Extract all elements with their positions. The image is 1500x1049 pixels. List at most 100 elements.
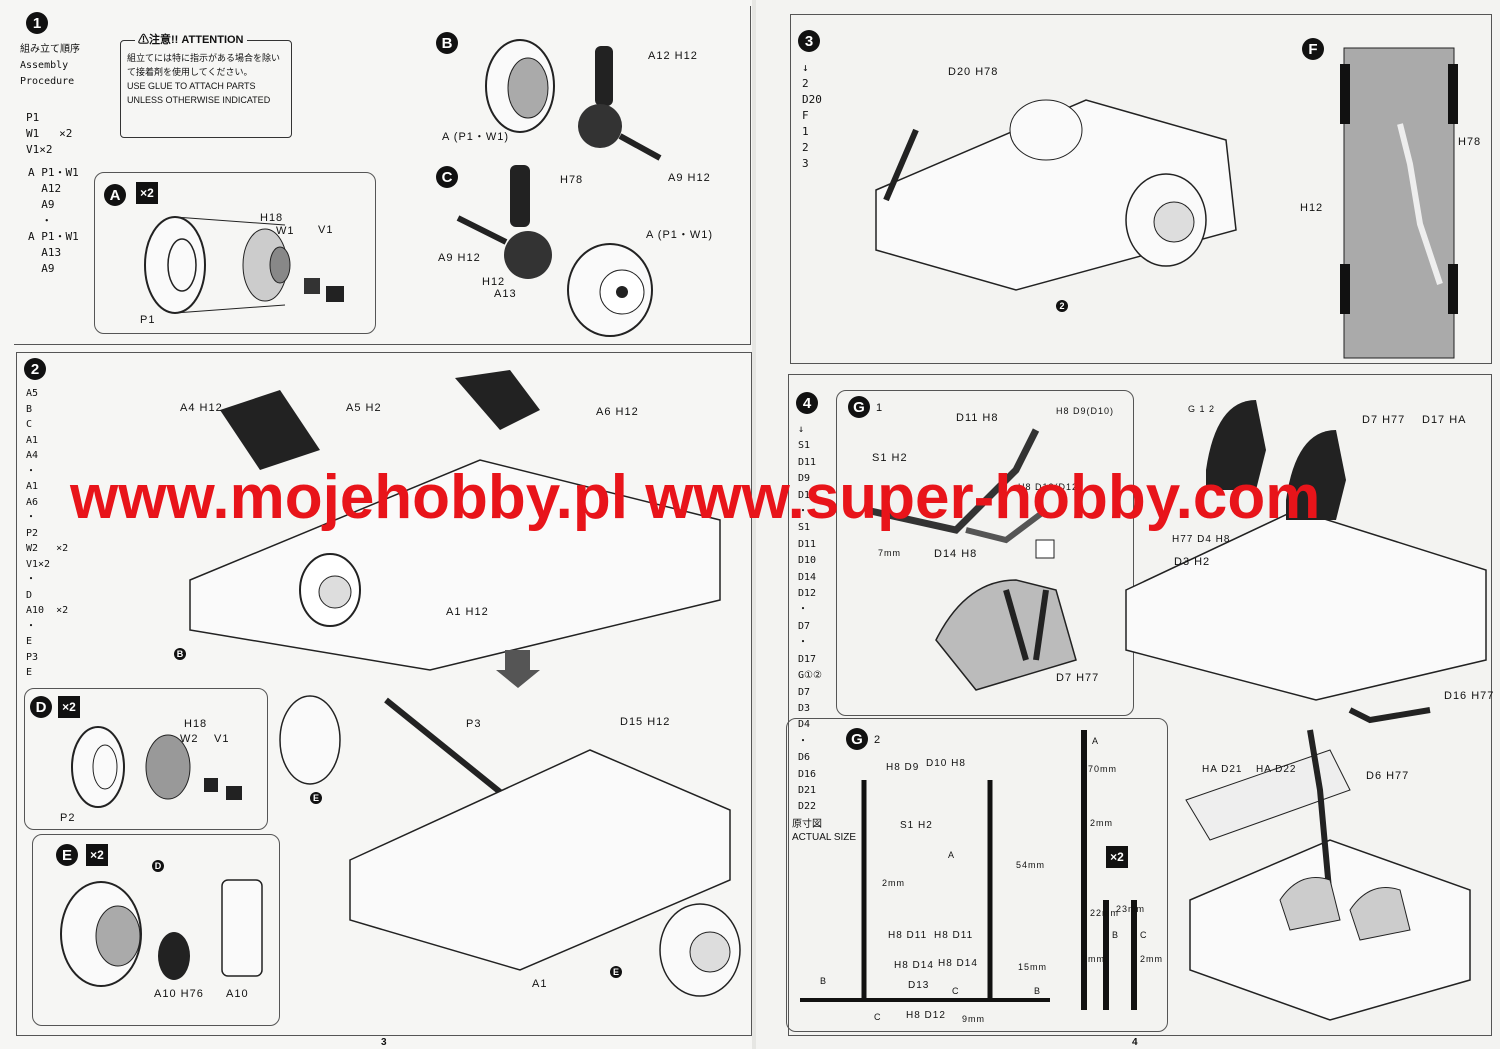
label-a5-h2: A5 H2 <box>346 402 382 414</box>
g2-label-h8-d12: H8 D12 <box>906 1010 946 1021</box>
belt-actual-size-illustration <box>800 730 1137 1010</box>
subassembly-e-box <box>32 834 280 1026</box>
label-ha-d22: HA D22 <box>1256 764 1297 775</box>
step1-sequence: A P1・W1 A12 A9 ・ A P1・W1 A13 A9 <box>28 166 79 275</box>
attention-title: ⚠注意!! ATTENTION <box>135 33 247 47</box>
label-d15-h12: D15 H12 <box>620 716 671 728</box>
g2-multiplier: ×2 <box>1106 846 1128 868</box>
page-number-left: 3 <box>381 1037 387 1048</box>
label-d14-h8: D14 H8 <box>934 548 978 560</box>
label-d16-h77: D16 H77 <box>1444 690 1495 702</box>
underbody-f-illustration <box>1340 47 1458 359</box>
g2-label-2mm-d: 2mm <box>1140 954 1163 964</box>
belt-g1-illustration <box>865 428 1077 691</box>
label-d20-h78: D20 H78 <box>948 66 999 78</box>
label-a13: A13 <box>494 288 517 300</box>
attention-japanese: 組立てには特に指示がある場合を除いて接着剤を使用してください。 <box>127 53 281 77</box>
step3-procedure: ↓ 2 D20 F 1 2 3 <box>802 61 822 170</box>
g2-label-b-left: B <box>820 976 828 986</box>
g2-label-c-a: C <box>952 986 960 996</box>
g2-label-15mm: 15mm <box>1018 962 1048 972</box>
g2-label-c-b: C <box>874 1012 882 1022</box>
g2-label-h8-d14-b: H8 D14 <box>938 958 978 969</box>
label-a-p1w1-b: A (P1・W1) <box>442 131 510 143</box>
step1-procedure-title: 組み立て順序 Assembly Procedure <box>20 44 80 87</box>
label-7mm: 7mm <box>878 548 901 558</box>
front-wheel-c-illustration <box>456 165 653 337</box>
g2-label-2mm: 2mm <box>882 878 905 888</box>
step4-number: 4 <box>796 392 818 414</box>
label-w1: W1 <box>276 225 295 237</box>
g2-label-a: A <box>948 850 956 860</box>
step1-number: 1 <box>26 12 48 34</box>
label-ha-d21: HA D21 <box>1202 764 1243 775</box>
label-p3: P3 <box>466 718 482 730</box>
step4-procedure: ↓ S1 D11 D9 D13 ・ S1 D11 D10 D14 D12 ・ D… <box>798 424 822 813</box>
label-h12-f: H12 <box>1300 202 1324 214</box>
g2-label-22mm: 22mm <box>1090 908 1120 918</box>
subassembly-a-badge: A <box>104 184 126 206</box>
label-d7-h77-g1: D7 H77 <box>1056 672 1100 684</box>
left-page: 1 組み立て順序 Assembly Procedure P1 W1 ×2 V1×… <box>0 0 752 1049</box>
label-a1-lower: A1 <box>532 978 548 990</box>
step2-procedure: A5 B C A1 A4 ・ A1 A6 ・ P2 W2 ×2 V1×2 ・ D… <box>26 388 69 678</box>
label-d6-h77: D6 H77 <box>1366 770 1410 782</box>
step2-chassis-illustration <box>189 370 721 671</box>
attention-english: USE GLUE TO ATTACH PARTS UNLESS OTHERWIS… <box>127 81 271 105</box>
step4-panel <box>788 374 1492 1036</box>
subassembly-g2-box <box>786 718 1168 1032</box>
front-wheel-b-illustration <box>485 39 662 161</box>
label-v1-d: V1 <box>214 733 230 745</box>
label-h18-d: H18 <box>184 718 208 730</box>
label-a10-h76: A10 H76 <box>154 988 204 1000</box>
watermark-text: www.mojehobby.pl www.super-hobby.com <box>70 463 1321 532</box>
subassembly-b-badge: B <box>436 32 458 54</box>
label-h78-f: H78 <box>1458 136 1482 148</box>
subassembly-g1-badge: G <box>848 396 870 418</box>
label-h12-c: H12 <box>482 276 506 288</box>
g2-label-b-strip: B <box>1112 930 1120 940</box>
g2-label-23mm: 23mm <box>1116 904 1146 914</box>
g2-label-s1-h2: S1 H2 <box>900 820 933 831</box>
g2-label-d10-h8: D10 H8 <box>926 758 966 769</box>
label-d3-h2: D3 H2 <box>1174 556 1211 568</box>
page-number-right: 4 <box>1132 1037 1138 1048</box>
subassembly-c-badge: C <box>436 166 458 188</box>
g2-label-2mm-b: 2mm <box>1090 818 1113 828</box>
subassembly-a-box <box>94 172 376 334</box>
wheel-d-illustration <box>71 726 242 808</box>
subassembly-a-multiplier: ×2 <box>136 182 158 204</box>
label-w2: W2 <box>180 733 199 745</box>
label-a9-h12-c: A9 H12 <box>438 252 481 264</box>
label-a4-h12: A4 H12 <box>180 402 223 414</box>
g2-label-c-strip: C <box>1140 930 1148 940</box>
seats-g12-illustration <box>1125 400 1487 701</box>
attention-box: ⚠注意!! ATTENTION 組立てには特に指示がある場合を除いて接着剤を使用… <box>120 33 292 138</box>
label-g-1-2: G 1 2 <box>1188 404 1216 414</box>
label-a9-h12: A9 H12 <box>668 172 711 184</box>
label-a1-h12: A1 H12 <box>446 606 489 618</box>
g2-label-h8-d11-a: H8 D11 <box>888 930 928 941</box>
label-h8-d13d12: H8 D13(D12) <box>1018 482 1083 492</box>
marker-e-lower: E <box>610 966 622 978</box>
g2-label-h8-d9: H8 D9 <box>886 762 920 773</box>
subassembly-g1-circle: 1 <box>876 402 884 414</box>
g2-label-70mm: 70mm <box>1088 764 1118 774</box>
step1-procedure: P1 W1 ×2 V1×2 <box>26 111 73 156</box>
g2-label-9mm: 9mm <box>962 1014 985 1024</box>
g2-label-h8-d14-a: H8 D14 <box>894 960 934 971</box>
step2-panel <box>16 352 752 1036</box>
g2-label-h8-d11-b: H8 D11 <box>934 930 974 941</box>
step3-panel <box>790 14 1492 364</box>
label-a12-h12: A12 H12 <box>648 50 698 62</box>
label-d11-h8-g1: D11 H8 <box>956 412 999 424</box>
wheel-e-illustration <box>60 879 263 987</box>
g2-label-2mm-c: 2mm <box>1082 954 1105 964</box>
step2-number: 2 <box>24 358 46 380</box>
label-s1-h2-g1: S1 H2 <box>872 452 908 464</box>
subassembly-g1-box <box>836 390 1134 716</box>
marker-b: B <box>174 648 186 660</box>
subassembly-f-badge: F <box>1302 38 1324 60</box>
label-h78-c: H78 <box>560 174 584 186</box>
label-p1: P1 <box>140 314 156 326</box>
